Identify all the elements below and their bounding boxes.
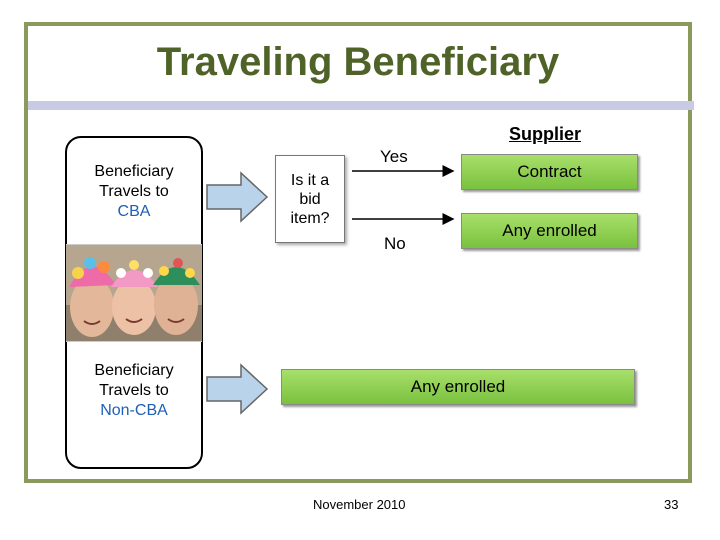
any-enrolled-bar: Any enrolled [461,213,638,249]
beneficiary-noncba-place: Non-CBA [65,401,203,421]
slide-title: Traveling Beneficiary [24,40,692,85]
noncba-any-enrolled-bar: Any enrolled [281,369,635,405]
supplier-heading: Supplier [509,124,581,145]
three-women-swim-caps-photo [66,244,202,342]
beneficiary-cba-text: Beneficiary Travels to CBA [65,162,203,222]
beneficiary-noncba-line1: Beneficiary [65,361,203,381]
title-underline [28,101,694,110]
bid-item-question-box: Is it a bid item? [275,155,345,243]
beneficiary-noncba-text: Beneficiary Travels to Non-CBA [65,361,203,421]
noncba-any-enrolled-label: Any enrolled [411,377,506,397]
beneficiary-cba-line2: Travels to [65,182,203,202]
beneficiary-noncba-line2: Travels to [65,381,203,401]
flow-arrow-cba-icon [205,171,269,223]
decision-arrows [350,160,460,240]
flow-arrow-noncba-icon [205,363,269,415]
footer-date: November 2010 [313,497,406,512]
contract-bar: Contract [461,154,638,190]
contract-label: Contract [517,162,581,182]
beneficiary-cba-line1: Beneficiary [65,162,203,182]
beneficiary-cba-place: CBA [65,202,203,222]
bid-item-question: Is it a bid item? [278,171,342,228]
page-number: 33 [664,497,678,512]
any-enrolled-label: Any enrolled [502,221,597,241]
